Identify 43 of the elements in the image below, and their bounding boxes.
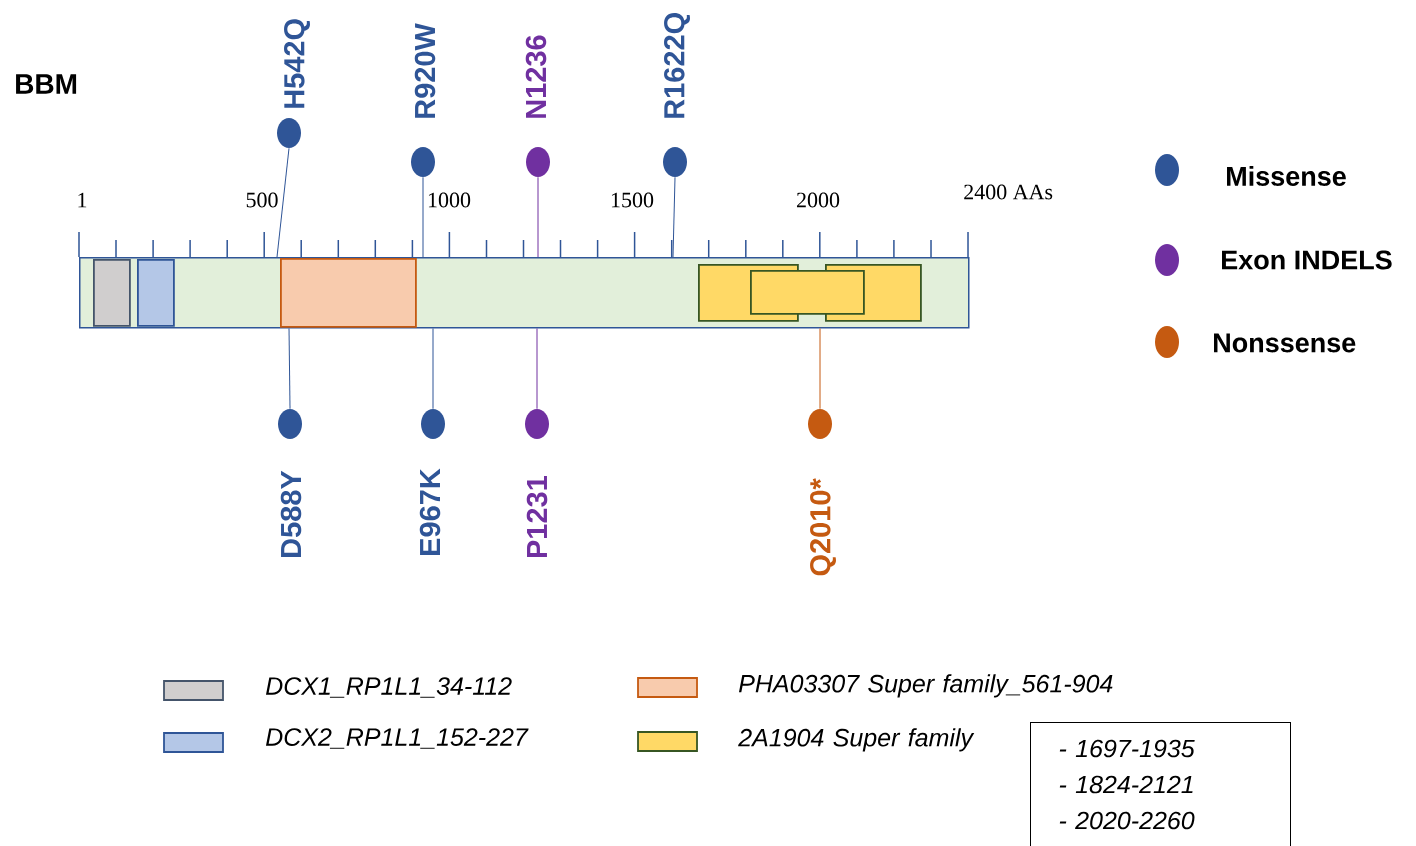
tick-label: 1000	[428, 192, 471, 208]
tick-label: 2400 AAs	[964, 184, 1053, 200]
mutation-marker	[808, 409, 832, 439]
mutation-label: D588Y	[280, 470, 302, 557]
stick-line	[422, 176, 424, 258]
stick-line	[536, 328, 538, 410]
tick-label: 1	[78, 192, 87, 208]
mutation-marker	[421, 409, 445, 439]
legend-label: Exon INDELS	[1222, 250, 1392, 270]
legend-label: Missense	[1227, 166, 1346, 186]
legend-label: PHA03307 Super family_561-904	[739, 674, 1113, 698]
mutation-marker	[411, 147, 435, 177]
legend-label: DCX1_RP1L1_34-112	[265, 677, 512, 698]
mutation-label: P1231	[526, 476, 548, 558]
mutation-label: H542Q	[284, 19, 310, 108]
stick-line	[819, 328, 821, 410]
tick-label: 1500	[611, 192, 654, 208]
domain-box	[137, 259, 175, 327]
mutation-marker	[525, 409, 549, 439]
mutation-marker	[526, 147, 550, 177]
range-box: - 1697-1935 - 1824-2121 - 2020-2260	[1030, 722, 1291, 846]
mutation-label: R920W	[414, 23, 436, 118]
mutation-marker	[277, 118, 301, 148]
title: BBM	[16, 74, 77, 94]
legend-label: DCX2_RP1L1_152-227	[265, 728, 529, 749]
mutation-marker	[663, 147, 687, 177]
stick-line	[276, 147, 290, 258]
stick-line	[432, 328, 434, 410]
stick-line	[537, 176, 539, 258]
mutation-label: N1236	[525, 35, 547, 118]
mutation-label: R1622Q	[664, 13, 690, 118]
domain-box	[93, 259, 131, 327]
legend-label: Nonssense	[1214, 333, 1356, 353]
mutation-label: Q2010*	[810, 478, 836, 576]
domain-box	[750, 270, 865, 315]
mutation-marker	[278, 409, 302, 439]
tick-label: 2000	[797, 192, 840, 208]
legend-label: 2A1904 Super family	[738, 728, 975, 752]
stick-line	[288, 328, 291, 410]
stick-line	[672, 176, 676, 258]
mutation-label: E967K	[419, 468, 441, 555]
domain-box	[280, 258, 417, 328]
tick-label: 500	[246, 192, 278, 208]
